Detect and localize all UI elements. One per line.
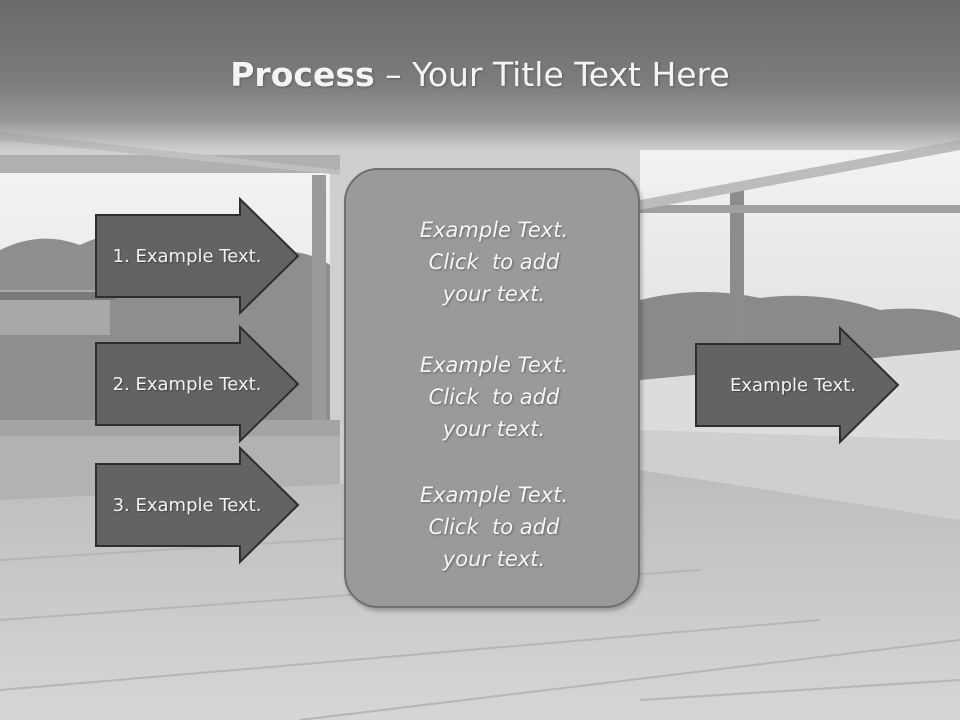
arrow-shape-3[interactable]: 3. Example Text. [95, 445, 301, 565]
paragraph-line: your text. [442, 417, 546, 441]
paragraph-line: your text. [442, 282, 546, 306]
paragraph-line: Example Text. [419, 353, 569, 377]
title-band [0, 0, 960, 150]
slide-title[interactable]: Process – Your Title Text Here [0, 54, 960, 96]
arrow-label-output: Example Text. [730, 374, 856, 396]
paragraph-line: Click to add [428, 515, 560, 539]
center-paragraph-3: Example Text. Click to add your text. [346, 479, 642, 575]
arrow-right-icon [95, 445, 300, 565]
paragraph-line: Example Text. [419, 483, 569, 507]
arrow-label-3: 3. Example Text. [112, 494, 262, 516]
arrow-right-icon [695, 325, 900, 445]
slide-title-bold: Process [230, 55, 375, 94]
arrow-right-icon [95, 196, 300, 316]
center-text-box[interactable]: Example Text. Click to add your text. Ex… [344, 168, 640, 608]
paragraph-line: your text. [442, 547, 546, 571]
center-paragraph-2: Example Text. Click to add your text. [346, 349, 642, 445]
arrow-label-1: 1. Example Text. [112, 245, 262, 267]
arrow-shape-1[interactable]: 1. Example Text. [95, 196, 301, 316]
paragraph-line: Click to add [428, 250, 560, 274]
paragraph-line: Click to add [428, 385, 560, 409]
arrow-right-icon [95, 324, 300, 444]
slide-title-rest: – Your Title Text Here [374, 55, 730, 94]
paragraph-line: Example Text. [419, 218, 569, 242]
center-paragraph-1: Example Text. Click to add your text. [346, 214, 642, 310]
arrow-shape-output[interactable]: Example Text. [695, 325, 901, 445]
arrow-label-2: 2. Example Text. [112, 373, 262, 395]
arrow-shape-2[interactable]: 2. Example Text. [95, 324, 301, 444]
